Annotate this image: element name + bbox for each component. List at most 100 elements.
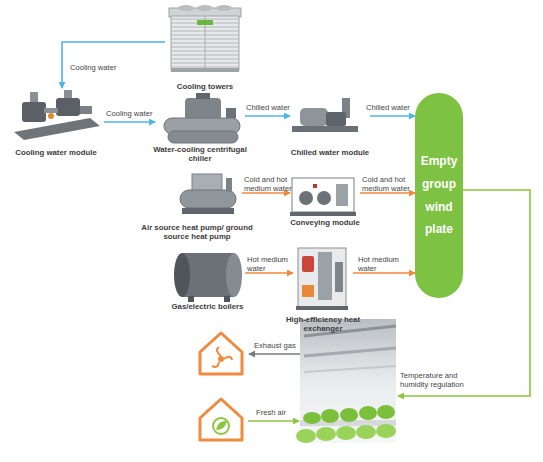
tower-fan bbox=[197, 5, 213, 11]
tower-logo bbox=[197, 20, 213, 25]
grow-light bbox=[304, 366, 396, 372]
flow-label: Cold and hot medium water bbox=[244, 176, 296, 193]
chiller-box: Water-cooling centrifugal chiller bbox=[155, 92, 245, 164]
fresh-air-arrow bbox=[248, 420, 299, 422]
caption-group: Air source heat pump/ ground source heat… bbox=[141, 224, 253, 242]
exhaust-house-icon bbox=[200, 333, 242, 374]
skid bbox=[292, 126, 358, 132]
valve bbox=[48, 113, 54, 119]
flow-label: Cooling water bbox=[106, 110, 162, 119]
heat-pump-illustration bbox=[180, 174, 236, 214]
control-box bbox=[226, 108, 236, 118]
pump-module-illustration bbox=[292, 98, 358, 132]
node-label: Cooling towers bbox=[160, 83, 250, 92]
house-outline bbox=[200, 333, 242, 374]
caption-group: Gas/electric boilers bbox=[158, 303, 258, 312]
photo-background bbox=[300, 319, 396, 443]
heat-exchanger-box: High-efficiency heat exchanger bbox=[293, 242, 353, 334]
plate-stack bbox=[318, 252, 332, 300]
base bbox=[182, 208, 234, 214]
annotation-label: Fresh air bbox=[256, 408, 306, 417]
module-box: Chilled water module bbox=[290, 92, 370, 158]
caption-group: Empty group wind plate bbox=[415, 93, 463, 298]
boiler-illustration bbox=[174, 253, 242, 302]
pump bbox=[22, 102, 46, 122]
node-label: High-efficiency heat exchanger bbox=[278, 316, 368, 334]
skid bbox=[290, 212, 356, 216]
caption-group: Water-cooling centrifugal chiller bbox=[150, 146, 250, 164]
fan-hub bbox=[218, 356, 224, 362]
pump-module-illustration bbox=[14, 90, 100, 140]
pump bbox=[302, 285, 314, 297]
flow-label: Cooling water bbox=[70, 64, 140, 73]
boiler-end bbox=[226, 253, 242, 297]
pipe-connector bbox=[245, 115, 290, 117]
cooling-tower-box: Cooling towers bbox=[165, 2, 245, 92]
pump bbox=[56, 98, 80, 116]
stand bbox=[188, 296, 194, 302]
leaf-circle bbox=[213, 418, 229, 434]
pipe bbox=[335, 262, 343, 292]
fan-blades bbox=[212, 347, 232, 367]
boiler-box: Gas/electric boilers bbox=[170, 248, 245, 312]
greenhouse-photo bbox=[296, 319, 396, 443]
skid bbox=[296, 306, 348, 310]
tank bbox=[336, 184, 348, 206]
flow-label: Chilled water bbox=[366, 104, 422, 113]
pump bbox=[299, 191, 313, 205]
exhaust-arrow bbox=[249, 353, 300, 355]
motor bbox=[300, 108, 328, 126]
tower-body bbox=[171, 16, 239, 70]
chiller-illustration bbox=[164, 93, 240, 143]
annotation-label: Exhaust gas bbox=[254, 341, 304, 350]
flow-label: Hot medium water bbox=[358, 256, 403, 273]
frame bbox=[298, 248, 346, 308]
frame bbox=[292, 178, 354, 212]
pump bbox=[326, 112, 346, 126]
leaf bbox=[216, 421, 227, 430]
compressor bbox=[192, 174, 222, 192]
compressor-top bbox=[196, 93, 210, 99]
lettuce-row bbox=[303, 405, 395, 424]
caption-group: Chilled water module bbox=[280, 149, 380, 158]
annotation-label: Temperature and humidity regulation bbox=[400, 371, 484, 389]
caption-group: Cooling towers bbox=[160, 83, 250, 92]
house-outline bbox=[200, 399, 242, 440]
node-label: Empty group wind plate bbox=[415, 150, 463, 241]
pump bbox=[317, 191, 331, 205]
tower-fan bbox=[178, 5, 194, 11]
compressor bbox=[185, 98, 221, 120]
boiler-end bbox=[174, 253, 190, 297]
tower-fan bbox=[216, 5, 232, 11]
node-label: Air source heat pump/ ground source heat… bbox=[141, 224, 253, 242]
cooling-tower-illustration bbox=[169, 5, 241, 72]
flow-label: Chilled water bbox=[246, 104, 302, 113]
node-label: Cooling water module bbox=[1, 149, 111, 158]
node-label: Conveying module bbox=[275, 219, 375, 228]
tank bbox=[302, 256, 314, 272]
stand bbox=[224, 296, 230, 302]
pipe-connector bbox=[62, 42, 165, 88]
pump-module-illustration bbox=[290, 178, 356, 216]
caption-group: Conveying module bbox=[275, 219, 375, 228]
valve bbox=[313, 184, 317, 188]
tank bbox=[180, 190, 236, 208]
node-label: Water-cooling centrifugal chiller bbox=[150, 146, 250, 164]
flow-label: Hot medium water bbox=[247, 256, 292, 273]
flow-label: Cold and hot medium water bbox=[362, 176, 414, 193]
fresh-air-house-icon bbox=[200, 399, 242, 440]
pipe bbox=[226, 178, 232, 192]
heat-pump-box: Air source heat pump/ ground source heat… bbox=[152, 170, 242, 242]
motor bbox=[80, 106, 92, 114]
condenser bbox=[168, 131, 238, 143]
tower-base bbox=[171, 68, 239, 72]
node-label: Gas/electric boilers bbox=[158, 303, 258, 312]
lettuce-row bbox=[296, 424, 396, 443]
pipe-connector bbox=[370, 115, 415, 117]
module-box: Cooling water module bbox=[8, 88, 104, 158]
caption-group: High-efficiency heat exchanger bbox=[278, 316, 368, 334]
pipe bbox=[44, 108, 58, 113]
heat-exchanger-illustration bbox=[296, 248, 348, 310]
